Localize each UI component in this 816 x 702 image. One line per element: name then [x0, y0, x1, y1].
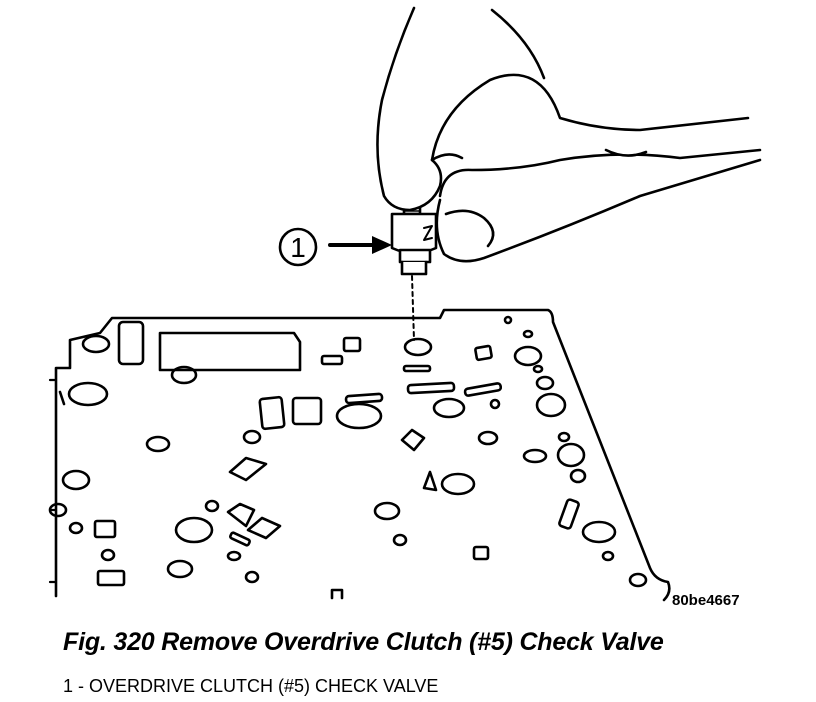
hand	[376, 6, 762, 263]
callout-arrowhead	[372, 236, 392, 254]
check-valve	[390, 197, 438, 276]
callout-number: 1	[290, 232, 306, 263]
figure-legend: 1 - OVERDRIVE CLUTCH (#5) CHECK VALVE	[63, 676, 439, 696]
separator-plate	[54, 308, 671, 602]
callout-circle	[278, 227, 318, 267]
image-code: 80be4667	[672, 592, 740, 609]
figure-caption: Fig. 320 Remove Overdrive Clutch (#5) Ch…	[63, 628, 664, 656]
valve-body-illustration: 1 80be4667	[48, 6, 762, 609]
plate-openings	[48, 315, 648, 600]
callout-1: 1	[278, 227, 392, 267]
insertion-guide-line	[411, 275, 415, 341]
